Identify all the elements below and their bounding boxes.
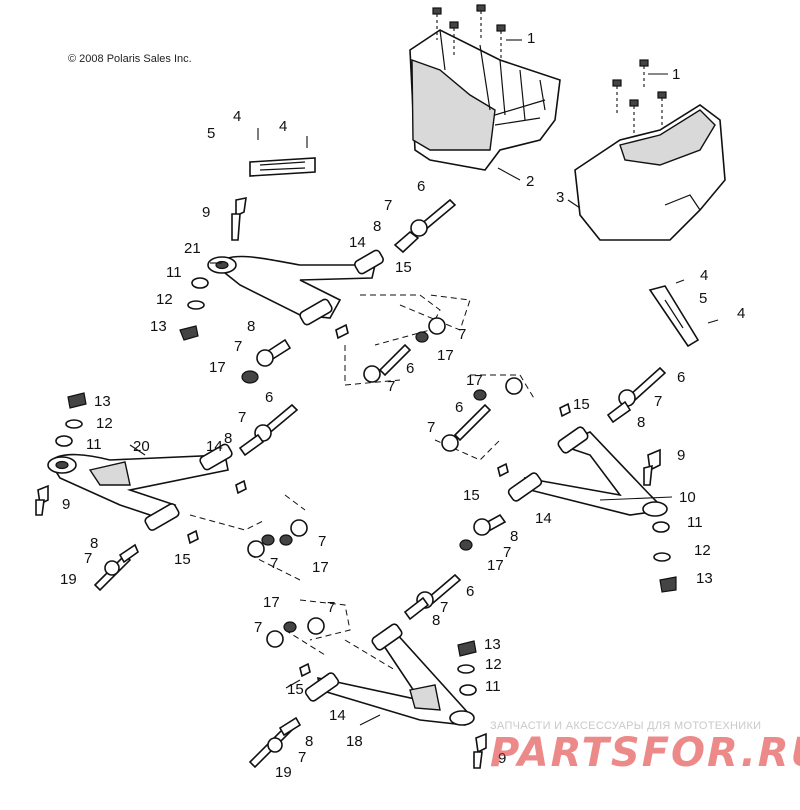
callout-c19b: 19 bbox=[275, 764, 292, 781]
callout-c21: 21 bbox=[184, 240, 201, 257]
callout-c7n: 7 bbox=[254, 619, 262, 636]
callout-c7i: 7 bbox=[318, 533, 326, 550]
callout-c17e: 17 bbox=[487, 557, 504, 574]
callout-c8a: 8 bbox=[373, 218, 381, 235]
callout-c11b: 11 bbox=[86, 436, 102, 453]
callout-c7m: 7 bbox=[327, 599, 335, 616]
callout-c13b: 13 bbox=[94, 393, 111, 410]
callout-c9a: 9 bbox=[202, 204, 210, 221]
callout-c7k: 7 bbox=[270, 555, 278, 572]
callout-c7b: 7 bbox=[234, 338, 242, 355]
callout-c20: 20 bbox=[133, 438, 150, 455]
callout-c14d: 14 bbox=[329, 707, 346, 724]
callout-c14b: 14 bbox=[206, 438, 223, 455]
callout-c3: 3 bbox=[556, 189, 564, 206]
callout-c12c: 12 bbox=[694, 542, 711, 559]
mud-guard-left bbox=[409, 29, 561, 171]
callout-c15e: 15 bbox=[287, 681, 304, 698]
callout-c2: 2 bbox=[526, 173, 534, 190]
a-arm-21 bbox=[207, 249, 384, 326]
callout-c6b: 6 bbox=[406, 360, 414, 377]
callout-c13d: 13 bbox=[484, 636, 501, 653]
callout-c9d: 9 bbox=[498, 750, 506, 767]
callout-c13a: 13 bbox=[150, 318, 167, 335]
copyright-notice: © 2008 Polaris Sales Inc. bbox=[68, 53, 192, 65]
callout-c8h: 8 bbox=[305, 733, 313, 750]
hardware-bottom bbox=[248, 716, 302, 769]
callout-c13c: 13 bbox=[696, 570, 713, 587]
callout-c7d: 7 bbox=[387, 378, 395, 395]
callout-c15c: 15 bbox=[463, 487, 480, 504]
callout-c15b: 15 bbox=[573, 396, 590, 413]
ball-joint-top bbox=[231, 196, 247, 241]
callout-c1a: 1 bbox=[527, 30, 535, 47]
callout-c6e: 6 bbox=[265, 389, 273, 406]
callout-c5a: 5 bbox=[207, 125, 215, 142]
callout-c6c: 6 bbox=[677, 369, 685, 386]
mud-guard-right bbox=[574, 104, 726, 241]
bracket-upper-left bbox=[249, 128, 316, 177]
callout-c4c: 4 bbox=[700, 267, 708, 284]
callout-c8g: 8 bbox=[432, 612, 440, 629]
callout-c9c: 9 bbox=[62, 496, 70, 513]
callout-c5b: 5 bbox=[699, 290, 707, 307]
callout-c9b: 9 bbox=[677, 447, 685, 464]
callout-c11c: 11 bbox=[687, 514, 703, 531]
callout-c11a: 11 bbox=[166, 264, 182, 281]
callout-c4a: 4 bbox=[233, 108, 241, 125]
callout-c11d: 11 bbox=[485, 678, 501, 695]
callout-c17d: 17 bbox=[312, 559, 329, 576]
callout-c4b: 4 bbox=[279, 118, 287, 135]
callout-c7h: 7 bbox=[84, 550, 92, 567]
callout-c7e: 7 bbox=[654, 393, 662, 410]
callout-c4d: 4 bbox=[737, 305, 745, 322]
callout-c15a: 15 bbox=[395, 259, 412, 276]
callout-c12d: 12 bbox=[485, 656, 502, 673]
bolts-left bbox=[432, 4, 506, 60]
callout-c8f: 8 bbox=[510, 528, 518, 545]
hardware-right bbox=[459, 366, 677, 593]
callout-c17c: 17 bbox=[466, 372, 483, 389]
hardware-center bbox=[363, 317, 523, 452]
callout-c7j: 7 bbox=[503, 544, 511, 561]
callout-c6d: 6 bbox=[455, 399, 463, 416]
callout-c8c: 8 bbox=[637, 414, 645, 431]
callout-c12b: 12 bbox=[96, 415, 113, 432]
callout-c7g: 7 bbox=[238, 409, 246, 426]
callout-c7l: 7 bbox=[440, 599, 448, 616]
a-arm-18 bbox=[304, 623, 475, 726]
callout-c14c: 14 bbox=[535, 510, 552, 527]
callout-c12a: 12 bbox=[156, 291, 173, 308]
callout-c7c: 7 bbox=[458, 326, 466, 343]
hardware-upper-center bbox=[241, 198, 457, 384]
callout-c19a: 19 bbox=[60, 571, 77, 588]
a-arm-20 bbox=[47, 443, 233, 531]
a-arm-10 bbox=[507, 426, 668, 517]
watermark-subtitle: ЗАПЧАСТИ И АКСЕССУАРЫ ДЛЯ МОТОТЕХНИКИ bbox=[490, 720, 762, 732]
callout-c17a: 17 bbox=[209, 359, 226, 376]
callout-c17b: 17 bbox=[437, 347, 454, 364]
hardware-lower-center bbox=[247, 519, 487, 769]
bolts-right bbox=[612, 59, 667, 135]
callout-c7f: 7 bbox=[427, 419, 435, 436]
bracket-right bbox=[648, 279, 719, 348]
callout-c7a: 7 bbox=[384, 197, 392, 214]
callout-c14a: 14 bbox=[349, 234, 366, 251]
callout-c18: 18 bbox=[346, 733, 363, 750]
callout-c8b: 8 bbox=[247, 318, 255, 335]
callout-c8d: 8 bbox=[224, 430, 232, 447]
callout-c10: 10 bbox=[679, 489, 696, 506]
callout-c6a: 6 bbox=[417, 178, 425, 195]
callout-c6f: 6 bbox=[466, 583, 474, 600]
callout-c17f: 17 bbox=[263, 594, 280, 611]
callout-c15d: 15 bbox=[174, 551, 191, 568]
callout-c8e: 8 bbox=[90, 535, 98, 552]
callout-c7o: 7 bbox=[298, 749, 306, 766]
callout-c1b: 1 bbox=[672, 66, 680, 83]
hardware-left bbox=[35, 392, 299, 592]
watermark-brand: PARTSFOR.RU bbox=[490, 730, 800, 776]
